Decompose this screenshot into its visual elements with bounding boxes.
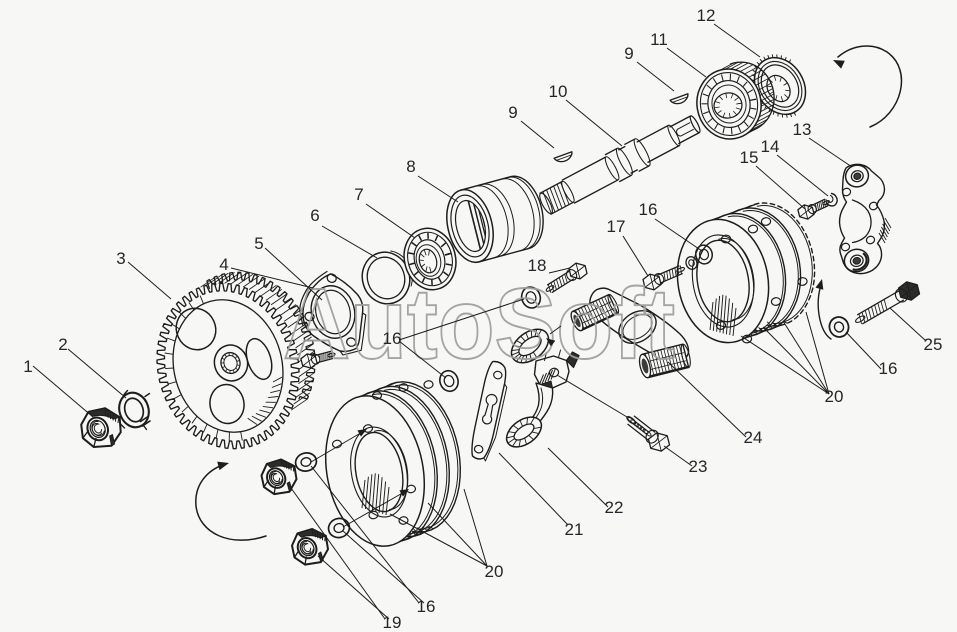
svg-text:20: 20 — [485, 562, 504, 581]
svg-text:23: 23 — [689, 457, 708, 476]
svg-text:21: 21 — [565, 520, 584, 539]
svg-text:6: 6 — [310, 206, 319, 225]
svg-text:20: 20 — [825, 387, 844, 406]
svg-text:9: 9 — [624, 44, 633, 63]
svg-text:10: 10 — [549, 82, 568, 101]
svg-text:12: 12 — [697, 6, 716, 25]
svg-text:15: 15 — [740, 148, 759, 167]
svg-text:19: 19 — [383, 613, 402, 632]
svg-text:22: 22 — [605, 498, 624, 517]
svg-text:AutoSoft: AutoSoft — [283, 268, 675, 380]
svg-text:16: 16 — [383, 329, 402, 348]
svg-text:3: 3 — [116, 249, 125, 268]
svg-text:16: 16 — [639, 200, 658, 219]
svg-text:5: 5 — [254, 234, 263, 253]
svg-text:17: 17 — [607, 217, 626, 236]
svg-text:1: 1 — [23, 357, 32, 376]
svg-text:24: 24 — [744, 428, 763, 447]
svg-text:14: 14 — [761, 137, 780, 156]
svg-text:13: 13 — [793, 120, 812, 139]
svg-text:4: 4 — [219, 255, 228, 274]
svg-text:11: 11 — [650, 30, 668, 49]
svg-text:16: 16 — [879, 359, 898, 378]
svg-text:2: 2 — [58, 335, 67, 354]
svg-text:9: 9 — [508, 103, 517, 122]
svg-text:25: 25 — [924, 335, 943, 354]
svg-text:7: 7 — [354, 185, 363, 204]
svg-text:8: 8 — [406, 157, 415, 176]
svg-text:18: 18 — [528, 256, 547, 275]
svg-text:16: 16 — [417, 597, 436, 616]
